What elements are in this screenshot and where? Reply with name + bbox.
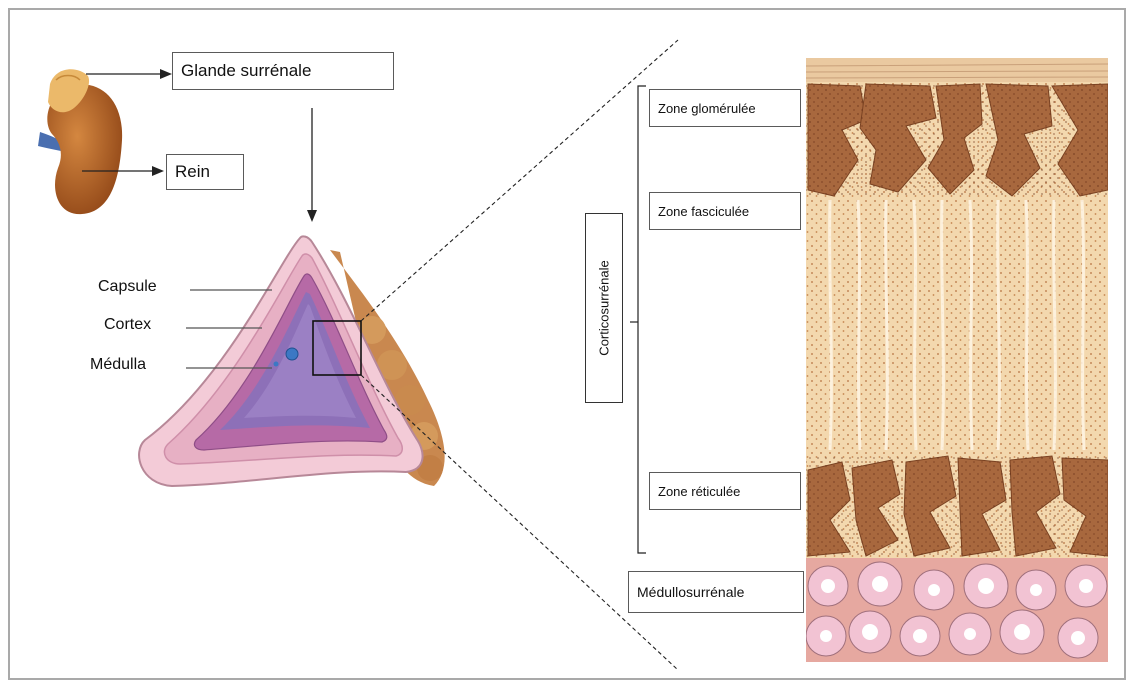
medulla-label: Médulla	[90, 356, 146, 374]
kidney-label: Rein	[166, 154, 244, 190]
kidney-illustration	[38, 69, 122, 214]
adrenal-cortex-text: Corticosurrénale	[597, 260, 612, 355]
adrenal-cross-section	[139, 236, 445, 486]
cortex-bracket	[630, 86, 646, 553]
adrenal-medulla-label: Médullosurrénale	[628, 571, 804, 613]
adrenal-cortex-label: Corticosurrénale	[585, 213, 623, 403]
zone-glomerular-label: Zone glomérulée	[649, 89, 801, 127]
zone-reticular-label: Zone réticulée	[649, 472, 801, 510]
adrenal-gland-label: Glande surrénale	[172, 52, 394, 90]
capsule-label: Capsule	[98, 278, 157, 296]
histology-panel	[806, 58, 1108, 662]
zone-fascicular-label: Zone fasciculée	[649, 192, 801, 230]
cortex-label: Cortex	[104, 316, 151, 334]
